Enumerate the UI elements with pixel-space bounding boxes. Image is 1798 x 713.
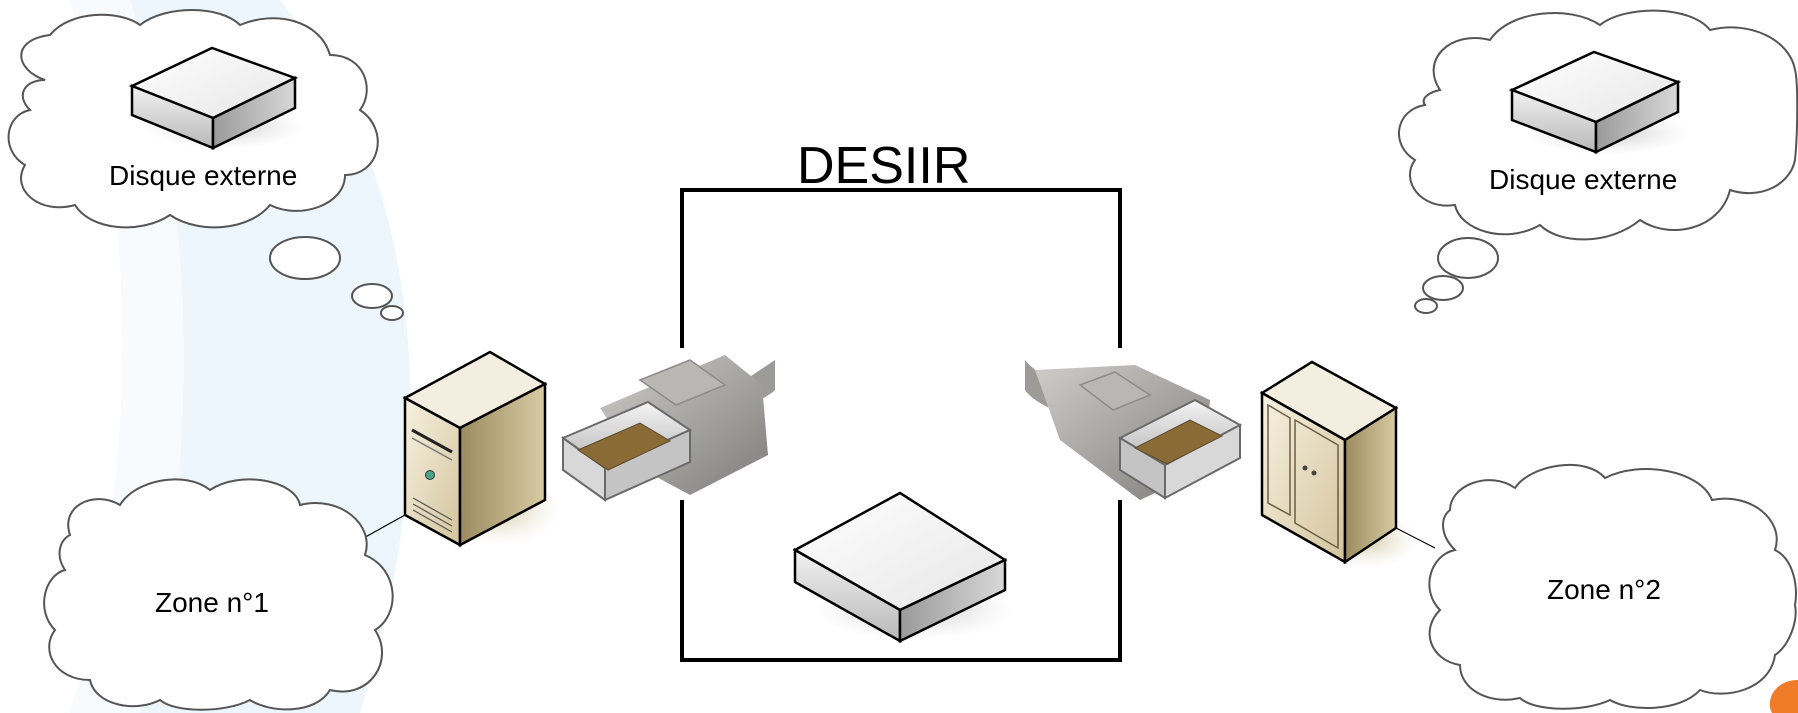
thought-bubble-1 [1437, 237, 1499, 279]
tower-pc-left [402, 350, 560, 548]
external-disk-icon [792, 491, 1015, 644]
thought-cloud-left: Disque externe [7, 9, 404, 321]
zone-cloud-1: Zone n°1 [43, 478, 394, 711]
box-bottom-edge [680, 500, 1122, 662]
thought-bubble-1 [269, 236, 341, 280]
cloud-shape [43, 478, 394, 711]
cloud-label-right: Disque externe [1489, 164, 1677, 195]
cloud-label-left: Disque externe [109, 160, 297, 191]
thought-cloud-right: Disque externe [1398, 9, 1798, 314]
zone2-label: Zone n°2 [1547, 574, 1661, 605]
thought-bubble-2 [351, 283, 393, 309]
link-zone2-server [1395, 527, 1436, 549]
thought-bubble-3 [380, 305, 404, 321]
usb-plug-right [1025, 360, 1243, 500]
desiir-enclosure: DESIIR [680, 137, 1122, 662]
thought-bubble-2 [1422, 275, 1464, 301]
zone1-label: Zone n°1 [155, 587, 269, 618]
orange-corner-accent [1769, 680, 1798, 713]
thought-bubble-3 [1414, 298, 1438, 314]
box-top-edge [680, 188, 1122, 348]
server-cabinet-right [1259, 360, 1418, 568]
link-zone1-pc [359, 514, 406, 541]
cloud-shape [1428, 464, 1797, 710]
usb-plug-left [560, 355, 775, 502]
zone-cloud-2: Zone n°2 [1428, 464, 1797, 710]
external-disk-icon [1508, 50, 1690, 155]
external-disk-icon [128, 46, 305, 151]
desiir-title: DESIIR [797, 137, 970, 195]
